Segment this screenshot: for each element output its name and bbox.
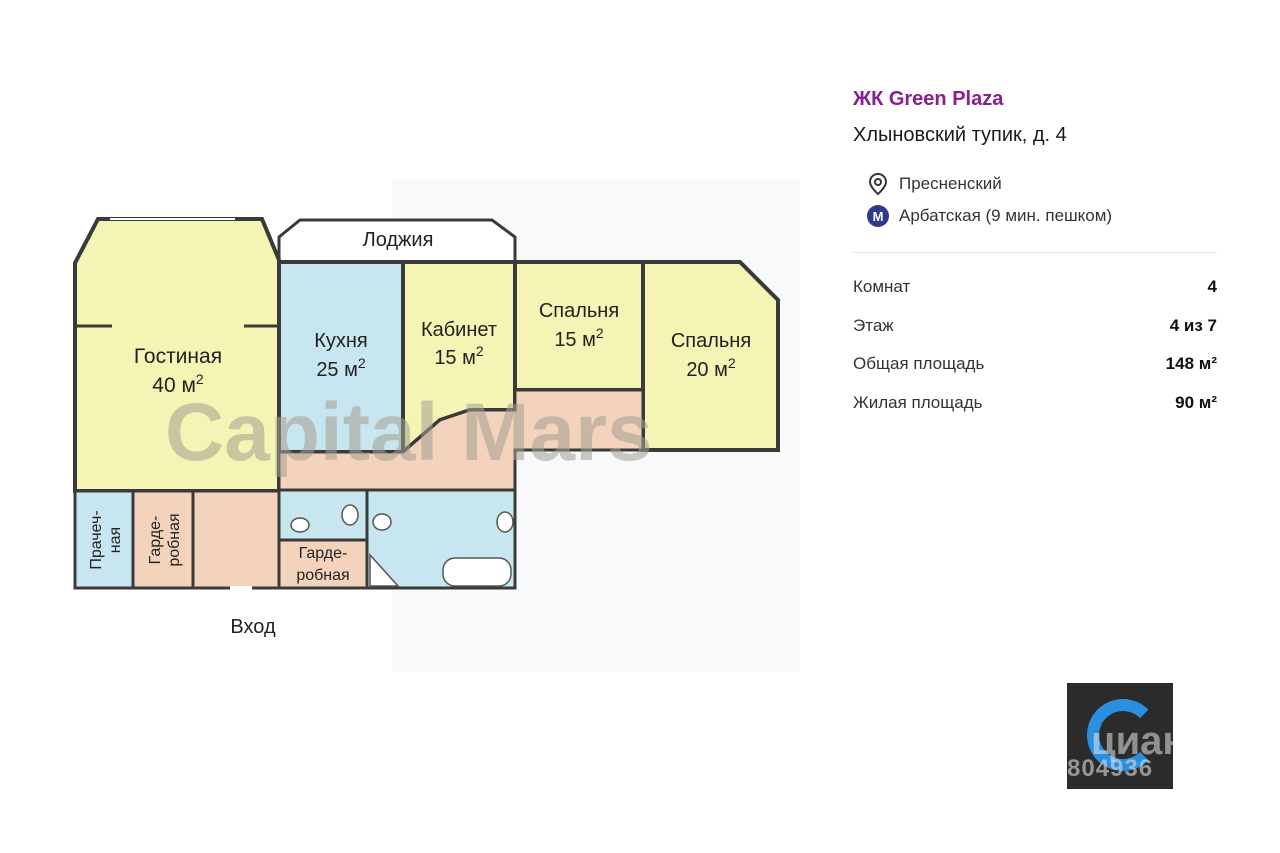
laundry-area [73, 489, 135, 590]
wardrobe1-label: Гарде- робная [147, 513, 183, 566]
bedroom2-name: Спальня [671, 330, 751, 352]
kitchen-name: Кухня [314, 330, 368, 352]
bedroom1-area-text: 15 м2 [554, 325, 604, 351]
metro-icon: М [865, 203, 891, 229]
bedroom2-area [641, 260, 780, 452]
wardrobe2-line2: робная [296, 567, 349, 584]
bedroom1-name: Спальня [539, 300, 619, 322]
address-text: Хлыновский тупик, д. 4 [853, 124, 1067, 146]
floor-plan: Capital Mars Лоджия Гостиная 40 м2 Кухня… [73, 217, 780, 638]
complex-link[interactable]: ЖК Green Plaza [853, 88, 1004, 110]
divider [853, 252, 1217, 253]
listing-info: ЖК Green Plaza Хлыновский тупик, д. 4 Пр… [853, 86, 1217, 431]
svg-text:Прачеч-: Прачеч- [88, 510, 105, 569]
metro-row: М Арбатская (9 мин. пешком) [865, 200, 1217, 232]
entrance-door-icon [230, 586, 252, 592]
toilet-icon [341, 504, 359, 526]
entrance-label: Вход [230, 616, 276, 638]
wardrobe1-area [131, 489, 195, 590]
bathtub-icon [442, 557, 512, 587]
location-block: Пресненский М Арбатская (9 мин. пешком) [865, 168, 1217, 232]
wardrobe2-area [277, 538, 369, 590]
loggia-label: Лоджия [363, 229, 434, 251]
logo-id: 804936 [1067, 755, 1154, 782]
wardrobe2-line1: Гарде- [299, 545, 348, 562]
laundry-label: Прачеч- ная [88, 510, 124, 569]
watermark-text: Capital Mars [165, 387, 653, 478]
svg-text:Гарде-: Гарде- [147, 516, 164, 565]
svg-text:ная: ная [107, 527, 124, 553]
metro-text: Арбатская (9 мин. пешком) [899, 206, 1113, 225]
cian-logo: циан 804936 [1067, 683, 1173, 789]
svg-text:робная: робная [166, 513, 183, 566]
living-room-area-text: 40 м2 [152, 371, 204, 397]
office-name: Кабинет [421, 319, 497, 341]
district-row: Пресненский [865, 168, 1217, 200]
location-pin-icon [865, 171, 891, 197]
bedroom1-area [513, 260, 645, 392]
district-text: Пресненский [899, 174, 1002, 193]
bedroom2-area-text: 20 м2 [686, 355, 736, 381]
corner-sink-icon [369, 553, 400, 587]
office-area-text: 15 м2 [434, 343, 484, 369]
kitchen-area [277, 260, 405, 454]
hall-area [191, 489, 281, 590]
kitchen-area-text: 25 м2 [316, 355, 366, 381]
toilet-icon [496, 511, 514, 533]
sink-icon [290, 517, 310, 533]
logo-text: циан [1091, 719, 1173, 763]
living-room-name: Гостиная [134, 345, 222, 368]
bathroom-area [365, 488, 517, 590]
sink-icon [372, 513, 392, 531]
